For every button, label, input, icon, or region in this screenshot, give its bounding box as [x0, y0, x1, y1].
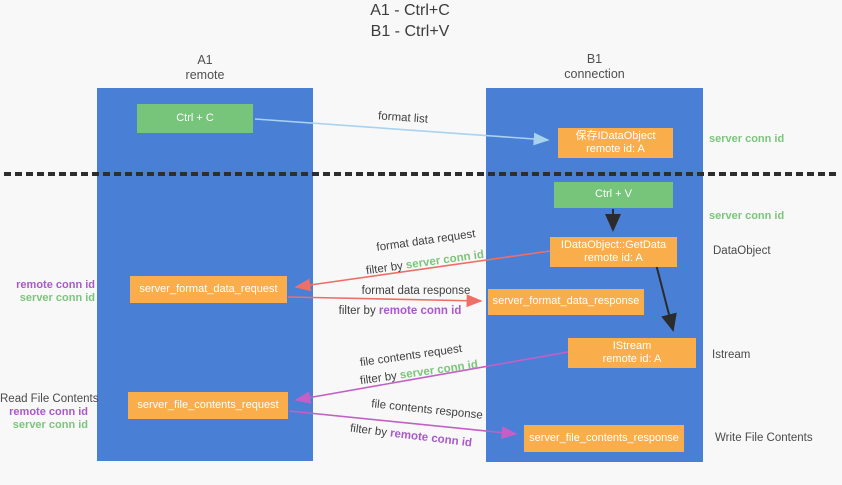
right-server-conn-id-1: server conn id	[709, 133, 785, 145]
lifeline-header-b1: B1 connection	[486, 52, 703, 82]
left-server-conn-id-2: server conn id	[12, 419, 88, 431]
left-conn-id-labels-format: remote conn id server conn id	[0, 279, 95, 305]
format-data-response-filter-label: filter by remote conn id	[339, 305, 462, 317]
istream-side-label: Istream	[712, 349, 751, 361]
file-contents-response-filter-label: filter by remote conn id	[349, 423, 472, 450]
filter-by-text: filter by	[338, 305, 376, 317]
filter-by-text: filter by	[349, 422, 388, 439]
dotted-separator-line	[4, 172, 838, 176]
lifeline-a1-role: remote	[185, 68, 225, 82]
left-remote-conn-id-2: remote conn id	[9, 406, 88, 418]
left-conn-id-labels-file: remote conn id server conn id	[0, 406, 88, 432]
node-server-file-contents-response: server_file_contents_response	[524, 425, 684, 452]
node-format-request-label: server_format_data_request	[139, 282, 278, 295]
node-file-response-label: server_file_contents_response	[529, 431, 679, 444]
server-conn-id-text: server conn id	[405, 248, 485, 272]
lifeline-b1-role: connection	[564, 67, 625, 81]
node-ctrl-c: Ctrl + C	[137, 104, 253, 133]
lifeline-header-a1: A1 remote	[97, 53, 313, 83]
lifeline-a1-name: A1	[197, 53, 213, 67]
node-istream-line1: IStream	[612, 339, 652, 352]
filter-by-text: filter by	[359, 370, 398, 388]
left-remote-conn-id-1: remote conn id	[16, 279, 95, 291]
node-server-format-data-request: server_format_data_request	[130, 276, 287, 303]
file-contents-response-label: file contents response	[370, 398, 484, 422]
right-server-conn-id-2: server conn id	[709, 210, 785, 222]
title-line-2: B1 - Ctrl+V	[370, 23, 450, 40]
node-ctrl-v-label: Ctrl + V	[595, 188, 632, 201]
dataobject-label: DataObject	[713, 245, 771, 257]
format-data-request-label: format data request	[375, 228, 477, 254]
remote-conn-id-text: remote conn id	[378, 305, 462, 317]
node-idataobject-getdata: IDataObject::GetData remote id: A	[550, 237, 677, 267]
node-ctrl-c-label: Ctrl + C	[176, 111, 214, 124]
filter-by-text: filter by	[365, 260, 404, 278]
node-getdata-line1: IDataObject::GetData	[560, 238, 667, 251]
node-save-idataobject-line1: 保存IDataObject	[575, 129, 656, 142]
title-line-1: A1 - Ctrl+C	[370, 2, 450, 19]
server-conn-id-text: server conn id	[399, 358, 479, 382]
read-file-contents-label: Read File Contents	[0, 393, 99, 405]
node-format-response-label: server_format_data_response	[492, 295, 640, 308]
node-server-format-data-response: server_format_data_response	[488, 289, 644, 315]
node-server-file-contents-request: server_file_contents_request	[128, 392, 288, 419]
left-server-conn-id-1: server conn id	[19, 292, 95, 304]
diagram-title: A1 - Ctrl+C B1 - Ctrl+V	[0, 0, 820, 42]
node-save-idataobject: 保存IDataObject remote id: A	[558, 128, 673, 158]
write-file-contents-label: Write File Contents	[715, 432, 813, 444]
node-ctrl-v: Ctrl + V	[554, 182, 673, 208]
node-istream: IStream remote id: A	[568, 338, 696, 368]
arrow-format-data-response	[287, 294, 483, 308]
node-save-idataobject-line2: remote id: A	[586, 143, 645, 155]
node-istream-line2: remote id: A	[602, 353, 662, 365]
format-list-label: format list	[377, 110, 429, 126]
format-data-response-label: format data response	[361, 285, 471, 297]
remote-conn-id-text: remote conn id	[389, 427, 473, 450]
lifeline-b1-name: B1	[586, 52, 603, 66]
node-file-request-label: server_file_contents_request	[137, 398, 279, 411]
node-getdata-line2: remote id: A	[584, 252, 643, 264]
